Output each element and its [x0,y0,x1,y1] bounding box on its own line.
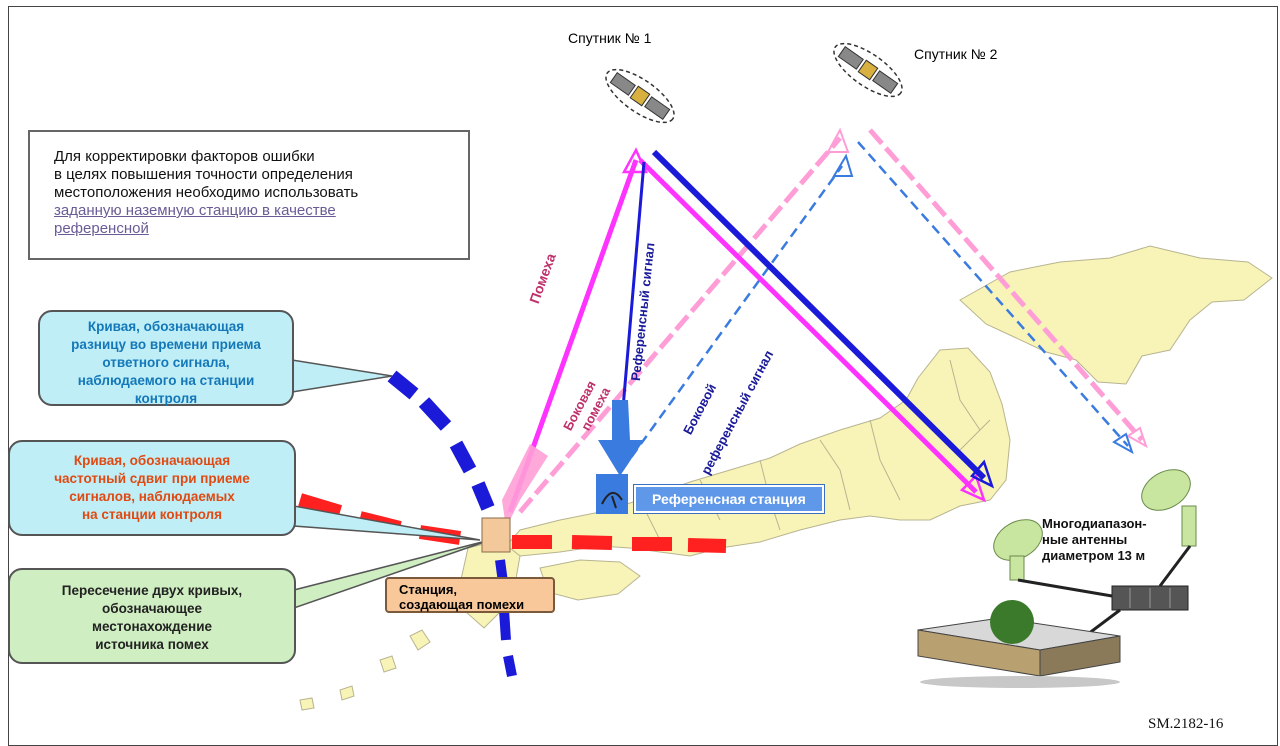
side-reference-arrowhead [832,153,854,177]
callout-blue-line: ответного сигнала, [102,355,230,370]
antenna-dish-1-icon [993,519,1043,581]
side-reference-ray [620,165,844,471]
callout-green-line: обозначающее [102,601,202,616]
interference-downlink-arrowhead [959,473,987,503]
antenna-dish-2-icon [1141,469,1197,547]
callout-blue-line: контроля [134,391,198,406]
callout-time-difference: Кривая, обозначающая разницу во времени … [38,310,294,406]
cable-2 [1158,545,1192,587]
time-difference-curve [387,370,517,677]
map-shikoku [539,559,641,601]
callout-green-line: источника помех [95,637,209,652]
equipment-rack-icon [1111,585,1189,611]
monitoring-building-icon [917,600,1121,688]
callout-red-line: сигналов, наблюдаемых [69,489,235,504]
satellite-1-label: Спутник № 1 [568,30,652,46]
callout-frequency-shift: Кривая, обозначающая частотный сдвиг при… [8,440,296,536]
info-link-line-1[interactable]: заданную наземную станцию в качестве [54,202,336,219]
info-link-line-2[interactable]: референсной [54,220,149,237]
interferer-station-icon [481,517,511,553]
callout-blue-line: разницу во времени приема [71,337,261,352]
callout-blue-pointer [291,359,393,393]
info-line-3: местоположения необходимо использовать [54,184,359,201]
antenna-label-line: ные антенны [1042,532,1128,547]
reference-downlink-arrowhead [970,459,995,489]
antenna-label-line: диаметром 13 м [1042,548,1146,563]
reference-downlink [651,149,987,481]
antenna-label: Многодиапазон- ные антенны диаметром 13 … [1042,516,1147,564]
map-hokkaido [959,245,1273,385]
interferer-line: создающая помехи [399,597,525,612]
callout-green-line: местонахождение [91,619,213,634]
map-honshu [505,347,1011,557]
map-japan [299,245,1273,711]
callout-intersection: Пересечение двух кривых, обозначающее ме… [8,568,296,664]
side-downlink-pink-arrowhead [1126,426,1148,449]
interference-direction-arrow [502,444,548,528]
interferer-station-label: Станция, создающая помехи [385,577,555,613]
interference-downlink [638,158,978,494]
satellite-2-icon [833,42,903,98]
side-interference-arrowhead [826,127,850,153]
callout-blue-line: Кривая, обозначающая [87,319,245,334]
info-box: Для корректировки факторов ошибки в целя… [28,130,470,260]
satellite-2-label: Спутник № 2 [914,46,998,62]
cable-1 [1017,578,1113,598]
side-downlink-blue-arrowhead [1112,432,1134,455]
figure-id: SM.2182-16 [1148,716,1224,732]
reference-station-icon [596,474,628,514]
callout-red-line: Кривая, обозначающая [73,453,231,468]
antenna-label-line: Многодиапазон- [1042,516,1147,531]
interferer-line: Станция, [399,582,458,597]
callout-red-line: на станции контроля [81,507,223,522]
callout-blue-line: наблюдаемого на станции [77,373,255,388]
side-downlink-pink [868,128,1144,442]
satellite-1-icon [605,68,675,124]
callout-red-line: частотный сдвиг при приеме [54,471,250,486]
map-islands [299,629,431,711]
reference-station-label: Референсная станция [634,485,824,513]
info-line-2: в целях повышения точности определения [54,166,353,183]
info-line-1: Для корректировки факторов ошибки [54,148,315,165]
callout-green-line: Пересечение двух кривых, [61,583,243,598]
reference-uplink [620,161,646,421]
callout-red-pointer [293,505,481,541]
side-interference-ray [518,136,842,514]
reference-direction-arrow [598,400,644,476]
side-downlink-blue [857,141,1129,447]
